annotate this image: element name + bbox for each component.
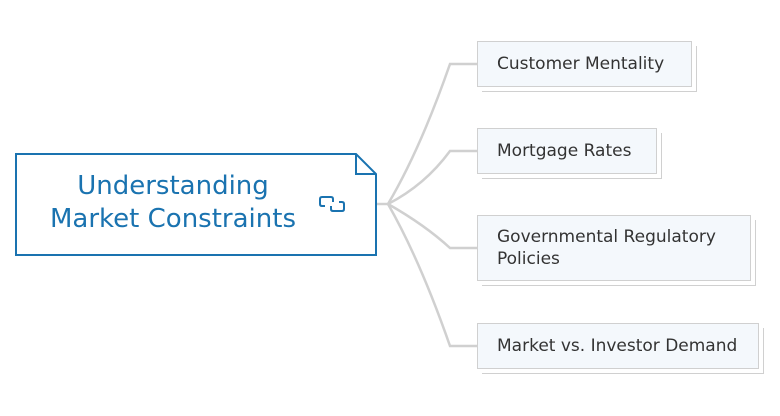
- connector-mortgage-rates: [387, 149, 477, 206]
- branch-governmental-regulatory-policies[interactable]: Governmental Regulatory Policies: [477, 215, 751, 281]
- connector-market-vs-investor: [386, 203, 477, 348]
- branch-label: Mortgage Rates: [497, 141, 632, 161]
- connector-governmental-regulatory: [387, 202, 477, 250]
- central-topic-box[interactable]: [15, 153, 377, 256]
- branch-market-vs-investor-demand[interactable]: Market vs. Investor Demand: [477, 323, 759, 369]
- branch-customer-mentality[interactable]: Customer Mentality: [477, 41, 692, 87]
- branch-label-line1: Governmental Regulatory: [497, 227, 716, 247]
- branch-label: Market vs. Investor Demand: [497, 336, 738, 356]
- branch-mortgage-rates[interactable]: Mortgage Rates: [477, 128, 657, 174]
- branch-label-line2: Policies: [497, 249, 560, 269]
- branch-label: Customer Mentality: [497, 54, 665, 74]
- connector-customer-mentality: [386, 62, 477, 205]
